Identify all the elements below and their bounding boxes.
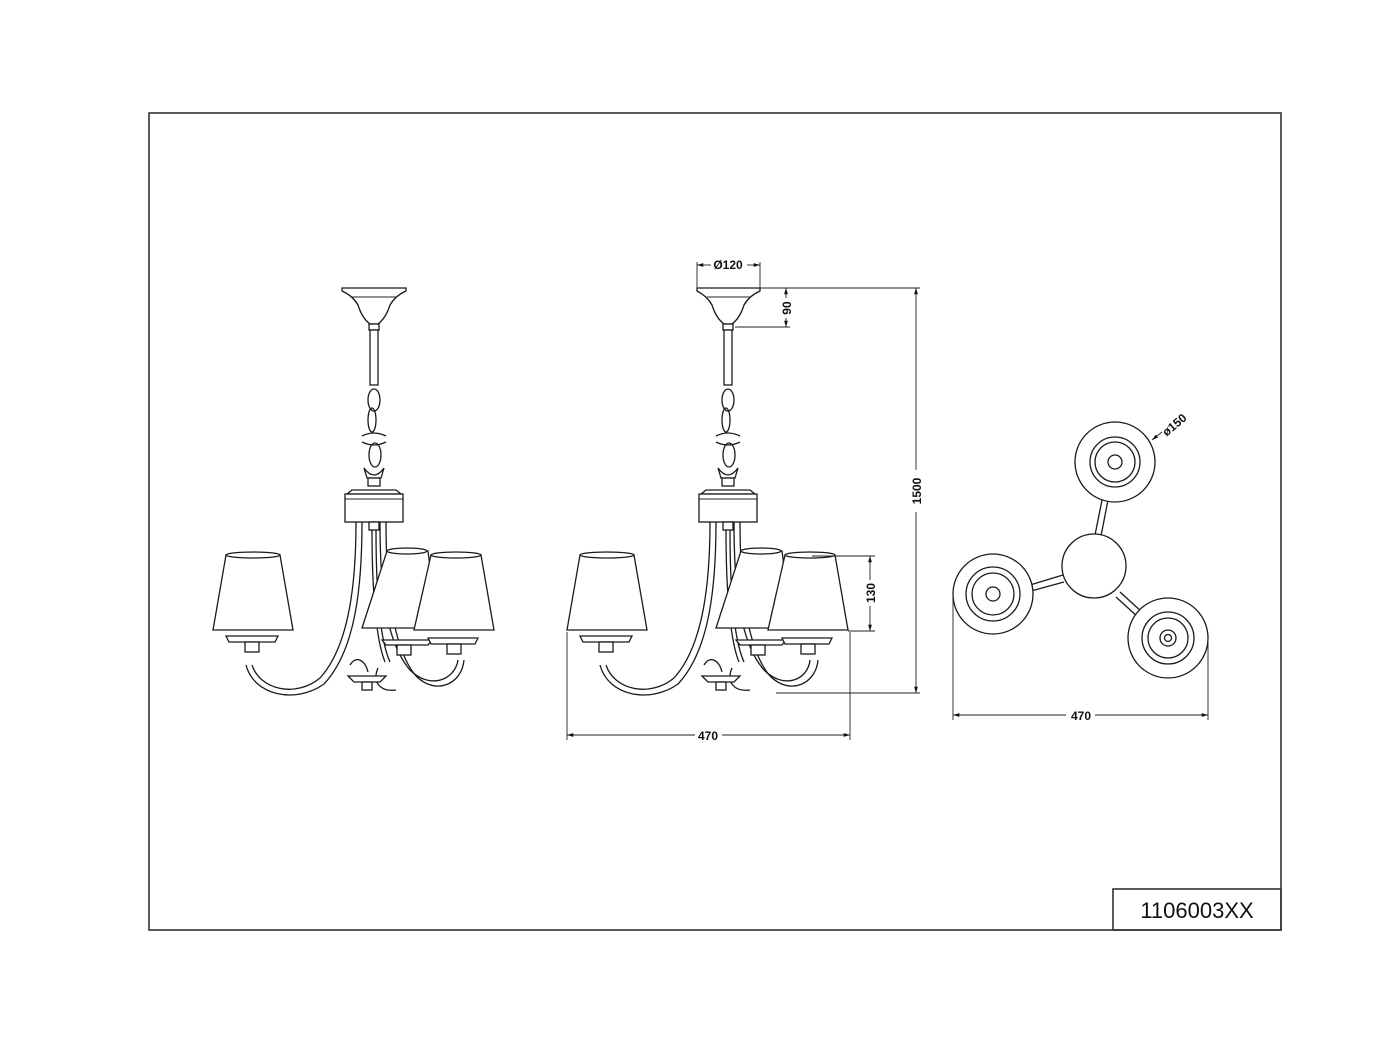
suspension-rod [723,329,733,386]
front-view: Ø120 90 1500 130 [566,258,924,743]
suspension-rod [369,329,379,386]
chain [715,388,741,487]
label-front-width: 470 [698,729,718,743]
label-shade-height: 130 [864,583,878,603]
top-shade-1 [1074,421,1156,503]
label-canopy-height: 90 [780,301,794,315]
label-top-width: 470 [1071,709,1091,723]
shade-left [212,551,294,653]
canopy [696,287,761,331]
top-shade-3 [1127,597,1209,679]
bottom-finial [700,675,742,691]
dimension-total-height: 1500 [776,288,924,694]
dimension-shade-height: 130 [812,555,878,632]
shade-right [413,551,495,655]
top-arms [1029,494,1144,619]
shade-right [767,551,849,655]
perspective-view [212,287,495,696]
central-hub [698,489,758,531]
dimension-top-width: 470 [952,594,1209,723]
article-number: 1106003XX [1140,898,1254,923]
label-canopy-diameter: Ø120 [713,258,743,272]
bottom-finial [346,675,388,691]
chain [361,388,387,487]
label-total-height: 1500 [910,477,924,504]
top-shade-2 [952,553,1034,635]
dimension-canopy-diameter: Ø120 [696,258,761,288]
top-view: ø150 470 [952,411,1209,723]
drawing-frame [148,112,1282,931]
dimension-front-width: 470 [566,632,851,743]
dimension-canopy-height: 90 [735,287,920,328]
canopy [341,287,407,331]
top-hub [1061,533,1127,599]
title-block: 1106003XX [1112,888,1282,931]
label-shade-diameter: ø150 [1159,411,1189,440]
central-hub [344,489,404,531]
dimension-shade-diameter: ø150 [1151,411,1190,441]
shade-left [566,551,648,653]
